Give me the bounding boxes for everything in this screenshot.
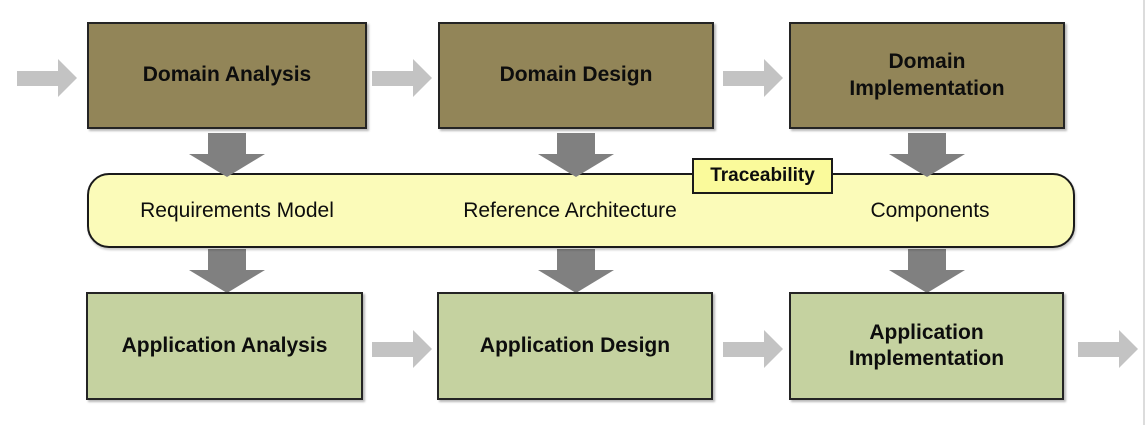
flow-arrow-right-icon	[723, 330, 783, 368]
application-analysis-box: Application Analysis	[86, 292, 363, 400]
arrow-head	[538, 154, 614, 177]
flow-arrow-right-icon	[372, 59, 432, 97]
arrow-head	[889, 154, 965, 177]
arrow-head	[58, 59, 77, 97]
flow-arrow-down-icon	[189, 133, 265, 177]
arrow-shaft	[372, 70, 413, 86]
domain-implementation-box: Domain Implementation	[789, 22, 1065, 129]
flow-arrow-down-icon	[189, 249, 265, 293]
flow-arrow-right-icon	[372, 330, 432, 368]
reference-architecture-label: Reference Architecture	[463, 199, 677, 222]
arrow-shaft	[208, 133, 246, 154]
arrow-shaft	[908, 249, 946, 270]
flow-arrow-right-icon	[17, 59, 77, 97]
flow-arrow-down-icon	[538, 249, 614, 293]
arrow-shaft	[208, 249, 246, 270]
arrow-shaft	[908, 133, 946, 154]
arrow-head	[189, 154, 265, 177]
domain-analysis-box: Domain Analysis	[87, 22, 367, 129]
arrow-shaft	[17, 70, 58, 86]
arrow-shaft	[372, 341, 413, 357]
flow-arrow-down-icon	[538, 133, 614, 177]
domain-analysis-label: Domain Analysis	[142, 63, 312, 87]
domain-design-box: Domain Design	[438, 22, 714, 129]
components-label: Components	[870, 199, 990, 222]
arrow-shaft	[723, 70, 764, 86]
arrow-head	[413, 330, 432, 368]
arrow-head	[889, 270, 965, 293]
domain-implementation-label: Domain Implementation	[849, 50, 1005, 100]
arrow-head	[764, 330, 783, 368]
arrow-shaft	[557, 249, 595, 270]
arrow-shaft	[723, 341, 764, 357]
arrow-head	[1119, 330, 1138, 368]
arrow-head	[189, 270, 265, 293]
application-analysis-label: Application Analysis	[121, 333, 328, 357]
domain-design-label: Domain Design	[499, 63, 653, 87]
traceability-label: Traceability	[710, 165, 815, 186]
arrow-shaft	[1078, 341, 1119, 357]
arrow-shaft	[557, 133, 595, 154]
application-implementation-label: Application Implementation	[848, 320, 1005, 370]
application-design-box: Application Design	[437, 292, 713, 400]
requirements-model-label: Requirements Model	[140, 199, 334, 222]
page-edge-divider	[1143, 0, 1145, 425]
application-implementation-box: Application Implementation	[789, 292, 1064, 400]
flow-arrow-right-icon	[1078, 330, 1138, 368]
flow-arrow-right-icon	[723, 59, 783, 97]
arrow-head	[413, 59, 432, 97]
arrow-head	[764, 59, 783, 97]
application-design-label: Application Design	[479, 333, 671, 357]
flow-arrow-down-icon	[889, 133, 965, 177]
traceability-tag: Traceability	[692, 158, 833, 194]
flow-arrow-down-icon	[889, 249, 965, 293]
arrow-head	[538, 270, 614, 293]
